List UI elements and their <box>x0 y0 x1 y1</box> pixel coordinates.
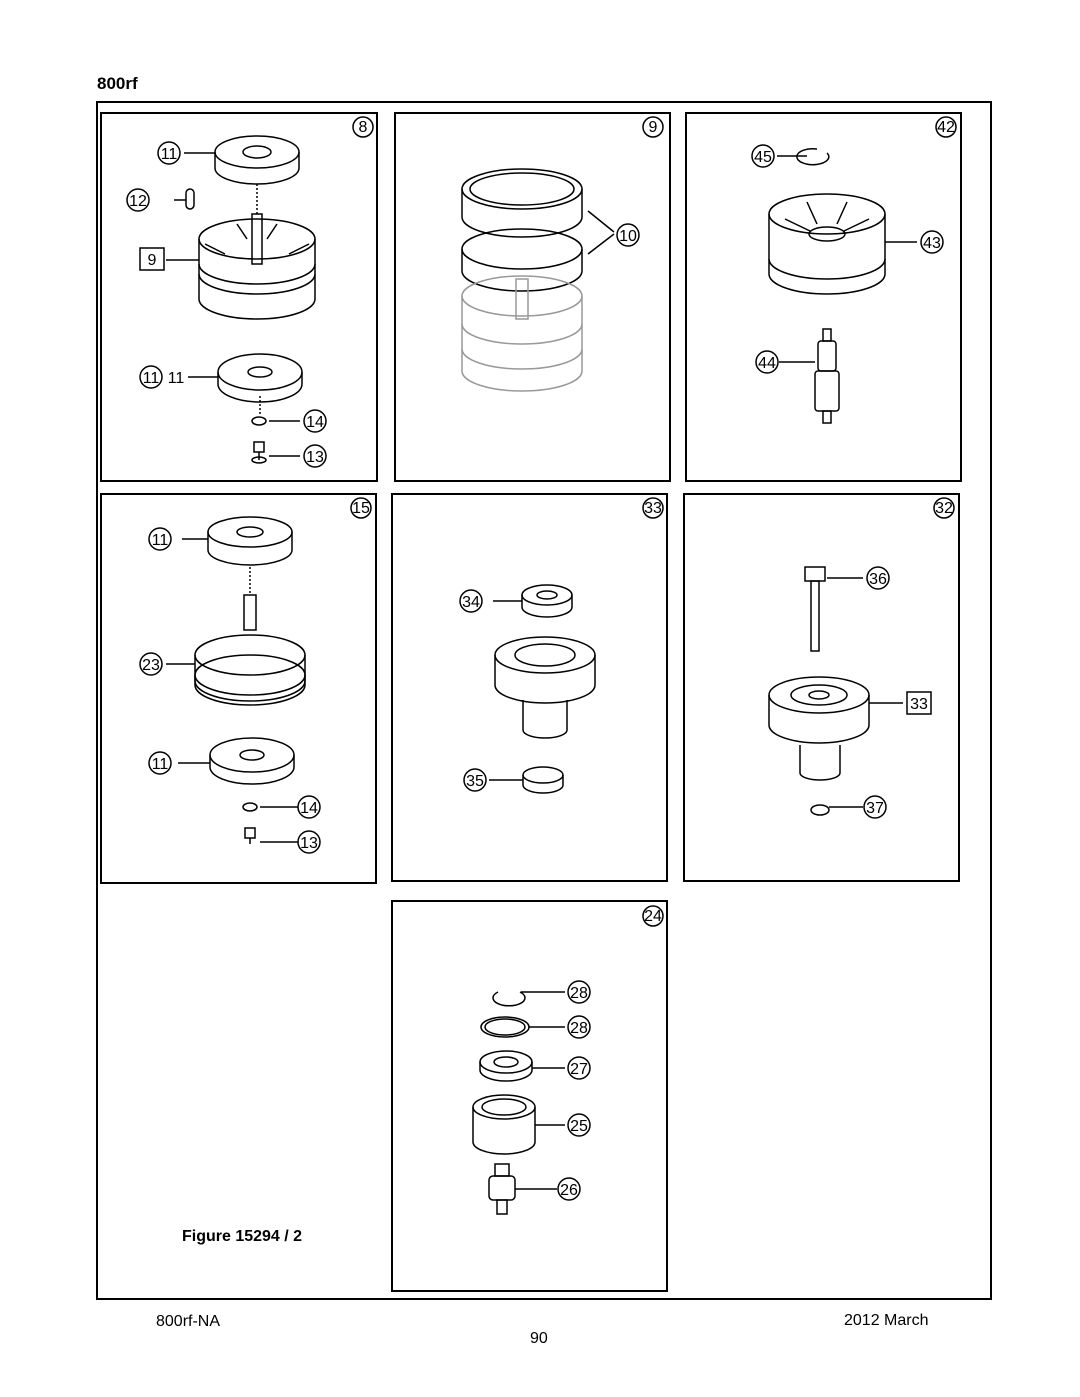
callout-11-label: 11 <box>168 370 185 387</box>
panel-32-drawing: 32 36 33 37 <box>768 497 955 819</box>
callout-28: 28 <box>570 1020 588 1037</box>
callout-44: 44 <box>758 355 776 372</box>
callout-23: 23 <box>142 657 160 674</box>
callout-11: 11 <box>161 146 178 163</box>
callout-11: 11 <box>152 756 169 773</box>
callout-35: 35 <box>466 773 484 790</box>
callout-14: 14 <box>300 800 318 817</box>
panel-32: 32 36 33 37 <box>683 493 960 882</box>
footer-model: 800rf-NA <box>156 1313 221 1330</box>
callout-9: 9 <box>148 252 157 269</box>
panel-8: 8 11 12 9 11 11 14 13 <box>100 112 378 482</box>
panel-9: 9 10 <box>394 112 671 482</box>
callout-36: 36 <box>869 571 887 588</box>
callout-13: 13 <box>306 449 324 466</box>
callout-25: 25 <box>570 1118 588 1135</box>
callout-27: 27 <box>570 1061 588 1078</box>
callout-34: 34 <box>462 594 480 611</box>
panel-24-number: 24 <box>644 908 662 925</box>
callout-10: 10 <box>619 228 637 245</box>
figure-caption: Figure 15294 / 2 <box>182 1228 303 1245</box>
panel-42-number: 42 <box>937 119 955 136</box>
callout-12: 12 <box>129 193 147 210</box>
document-title: 800rf <box>97 74 138 93</box>
panel-15-drawing: 15 11 23 11 14 13 <box>139 497 372 854</box>
callout-14: 14 <box>306 414 324 431</box>
panel-9-drawing: 9 10 <box>461 116 664 392</box>
callout-11: 11 <box>143 370 160 387</box>
callout-13: 13 <box>300 835 318 852</box>
panel-9-number: 9 <box>649 119 658 136</box>
callout-45: 45 <box>754 149 772 166</box>
panel-24: 24 28 28 27 25 26 <box>391 900 668 1292</box>
callout-43: 43 <box>923 235 941 252</box>
panel-15: 15 11 23 11 14 13 <box>100 493 377 884</box>
panel-8-drawing: 8 11 12 9 11 11 14 13 <box>126 116 374 468</box>
callout-33: 33 <box>910 696 928 713</box>
footer-date: 2012 March <box>844 1312 929 1329</box>
figure-frame <box>96 101 992 1300</box>
callout-11: 11 <box>152 532 169 549</box>
callout-26: 26 <box>560 1182 578 1199</box>
page-number: 90 <box>530 1330 548 1347</box>
panel-42: 42 45 43 44 <box>685 112 962 482</box>
panel-8-number: 8 <box>359 119 368 136</box>
panel-33-drawing: 33 34 35 <box>459 497 664 794</box>
panel-33-number: 33 <box>644 500 662 517</box>
callout-28: 28 <box>570 985 588 1002</box>
panel-42-drawing: 42 45 43 44 <box>751 116 957 424</box>
panel-33: 33 34 35 <box>391 493 668 882</box>
panel-32-number: 32 <box>935 500 953 517</box>
panel-15-number: 15 <box>352 500 370 517</box>
panel-24-drawing: 24 28 28 27 25 26 <box>472 905 664 1215</box>
callout-37: 37 <box>866 800 884 817</box>
